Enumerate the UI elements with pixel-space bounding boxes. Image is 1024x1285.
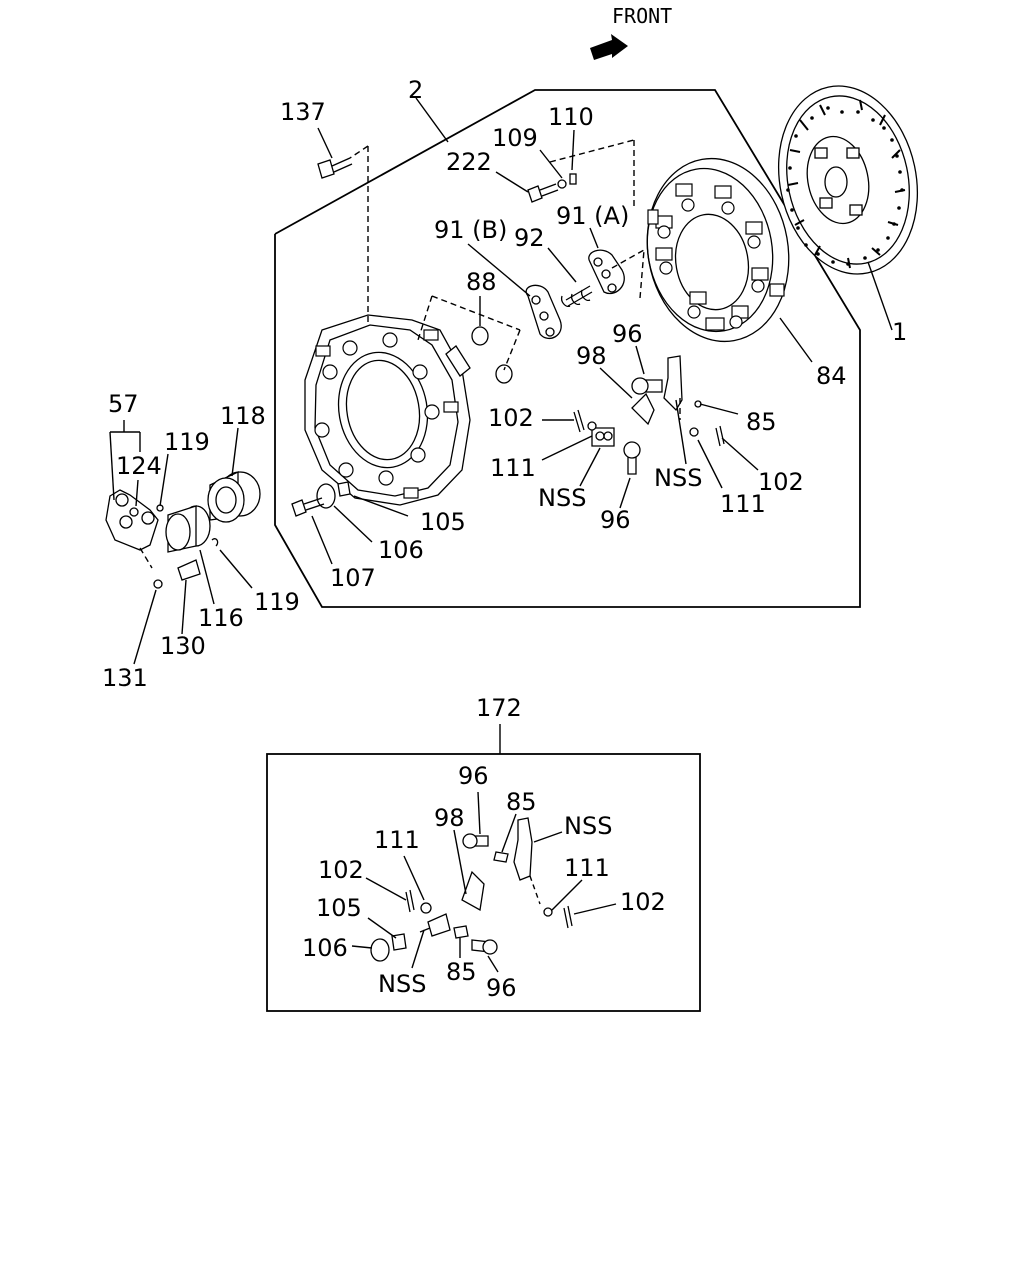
kit-box — [266, 753, 701, 1012]
front-arrow-icon — [590, 34, 628, 60]
kit-callout-96-lower: 96 — [486, 974, 517, 1002]
fork-eye — [119, 515, 133, 529]
callout-119-lower: 119 — [254, 588, 300, 616]
assembly-guides — [139, 139, 681, 569]
callout-85: 85 — [746, 408, 777, 436]
fork-eye — [115, 493, 129, 507]
callout-102-left: 102 — [488, 404, 534, 432]
pressure-plate — [646, 157, 790, 343]
callout-98: 98 — [576, 342, 607, 370]
clutch-cover — [304, 314, 471, 506]
kit-callout-85-lower: 85 — [446, 958, 477, 986]
kit-callout-111-left: 111 — [374, 826, 420, 854]
callout-57: 57 — [108, 390, 139, 418]
callout-109: 109 — [492, 124, 538, 152]
callout-222: 222 — [446, 148, 492, 176]
callout-116: 116 — [198, 604, 244, 632]
kit-callout-102-left: 102 — [318, 856, 364, 884]
kit-callout-105: 105 — [316, 894, 362, 922]
callout-84: 84 — [816, 362, 847, 390]
assembly-outline — [274, 89, 861, 608]
callout-131: 131 — [102, 664, 148, 692]
callout-92: 92 — [514, 224, 545, 252]
callout-137: 137 — [280, 98, 326, 126]
callout-110: 110 — [548, 103, 594, 131]
kit-label-172: 172 — [476, 694, 522, 722]
callout-nss-left: NSS — [538, 484, 586, 512]
callout-96-lower: 96 — [600, 506, 631, 534]
release-bearing-bore — [215, 486, 237, 514]
callout-111-right: 111 — [720, 490, 766, 518]
callout-107: 107 — [330, 564, 376, 592]
kit-guides — [529, 875, 541, 905]
kit-callout-85-upper: 85 — [506, 788, 537, 816]
callout-124: 124 — [116, 452, 162, 480]
release-sleeve-face — [165, 513, 191, 551]
callout-102-right: 102 — [758, 468, 804, 496]
kit-callout-98: 98 — [434, 804, 465, 832]
kit-leader-lines — [351, 791, 617, 973]
callout-1: 1 — [892, 318, 907, 346]
callout-130: 130 — [160, 632, 206, 660]
callout-111-left: 111 — [490, 454, 536, 482]
callout-88: 88 — [466, 268, 497, 296]
small-parts-upper — [129, 157, 725, 589]
callout-91b: 91 (B) — [434, 216, 507, 244]
fork-eye — [141, 511, 155, 525]
callout-118: 118 — [220, 402, 266, 430]
kit-callout-102-right: 102 — [620, 888, 666, 916]
kit-callout-111-right: 111 — [564, 854, 610, 882]
callout-91a: 91 (A) — [556, 202, 629, 230]
callout-105: 105 — [420, 508, 466, 536]
kit-callout-nss-lower: NSS — [378, 970, 426, 998]
callout-96-upper: 96 — [612, 320, 643, 348]
front-label: FRONT — [612, 4, 672, 28]
kit-callout-106: 106 — [302, 934, 348, 962]
release-bearing-face — [207, 477, 245, 523]
kit-callout-96-upper: 96 — [458, 762, 489, 790]
callout-119-upper: 119 — [164, 428, 210, 456]
callout-106: 106 — [378, 536, 424, 564]
callout-2: 2 — [408, 76, 423, 104]
leader-lines — [109, 97, 893, 665]
clutch-disc — [777, 85, 919, 275]
kit-parts — [370, 817, 573, 962]
kit-callout-nss-upper: NSS — [564, 812, 612, 840]
callout-nss-right: NSS — [654, 464, 702, 492]
